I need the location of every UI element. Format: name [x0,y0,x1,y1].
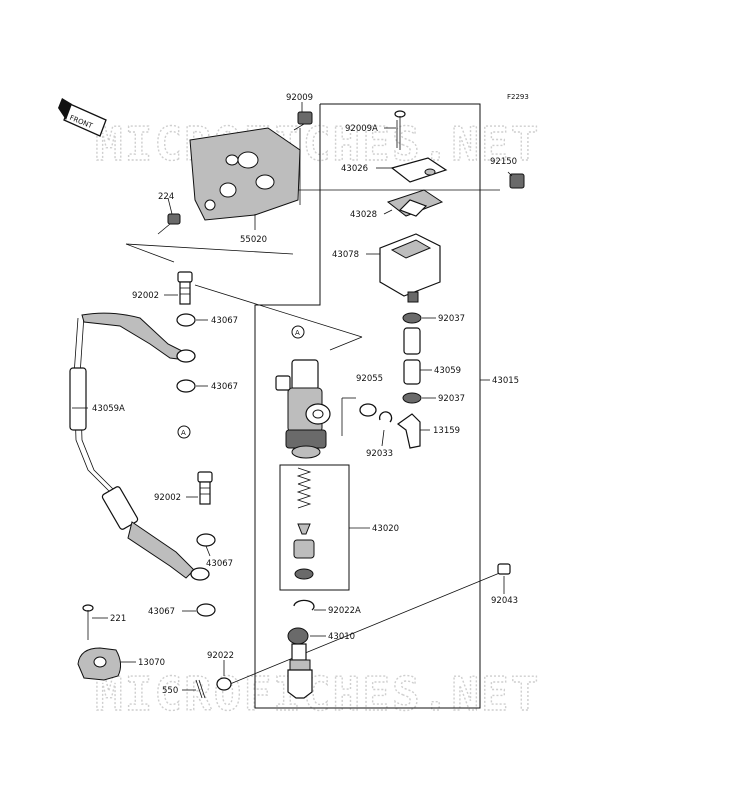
diagram-code: F2293 [507,93,529,101]
washer-43067-3 [196,533,216,547]
piston-kit-box [279,464,350,591]
label-92033: 92033 [366,449,393,459]
push-rod-43010 [287,627,313,699]
washer-43067-1 [176,313,196,327]
label-92022: 92022 [207,651,234,661]
watermark-top: MICROFICHES.NET [95,117,540,171]
label-43026: 43026 [341,164,368,174]
ref-marker-upper-label: A [295,329,300,337]
label-92150: 92150 [490,157,517,167]
bracket-part [189,127,301,221]
label-43067-2: 43067 [211,382,238,392]
bolt-92009 [293,111,313,131]
label-92022A: 92022A [328,606,361,616]
diaphragm-part [386,189,444,217]
label-92009A: 92009A [345,124,378,134]
leader-lines [72,102,513,691]
hose-43059 [403,327,421,385]
label-55020: 55020 [240,235,267,245]
screw-92009A [394,110,406,150]
circlip-92033 [378,411,393,423]
label-43067-3: 43067 [206,559,233,569]
label-43010: 43010 [328,632,355,642]
master-cylinder-body [275,359,331,459]
label-92043: 92043 [491,596,518,606]
screw-224 [157,213,181,235]
label-43028: 43028 [350,210,377,220]
pin-92043 [497,563,511,575]
brake-hose-43059A [69,312,210,581]
elbow-fitting-13159 [396,413,421,449]
label-13070: 13070 [138,658,165,668]
washer-43067-4 [196,603,216,617]
banjo-bolt-lower [197,471,213,505]
ref-marker-upper [291,325,305,339]
clamp-13070 [77,647,122,681]
label-43067-4: 43067 [148,607,175,617]
banjo-bolt-upper [177,271,193,305]
washer-43067-2 [176,379,196,393]
hose-clamp-upper [402,312,422,324]
label-43078: 43078 [332,250,359,260]
label-92002-upper: 92002 [132,291,159,301]
label-43020: 43020 [372,524,399,534]
snap-ring-92022A [293,599,315,611]
label-13159: 13159 [433,426,460,436]
ref-marker-lower-label: A [181,429,186,437]
label-92037-upper: 92037 [438,314,465,324]
reservoir-part [379,233,441,303]
watermark-bottom: MICROFICHES.NET [95,667,540,721]
label-43067-1: 43067 [211,316,238,326]
o-ring-92055 [359,403,377,417]
label-43059: 43059 [434,366,461,376]
label-224: 224 [158,192,174,202]
reservoir-cap [390,157,448,183]
master-cylinder-assembly-box [254,103,481,709]
screw-221 [82,604,94,640]
bolt-92150 [509,173,525,189]
front-arrow-icon: FRONT [58,98,107,137]
hose-clamp-lower [402,392,422,404]
piston-kit-parts [293,467,315,580]
label-92009: 92009 [286,93,313,103]
label-92037-lower: 92037 [438,394,465,404]
washer-92022 [216,677,232,691]
label-221: 221 [110,614,126,624]
label-92055: 92055 [356,374,383,384]
label-92002-lower: 92002 [154,493,181,503]
cotter-pin-550 [195,679,206,699]
label-43015: 43015 [492,376,519,386]
ref-marker-lower [177,425,191,439]
label-43059A: 43059A [92,404,125,414]
label-550: 550 [162,686,178,696]
